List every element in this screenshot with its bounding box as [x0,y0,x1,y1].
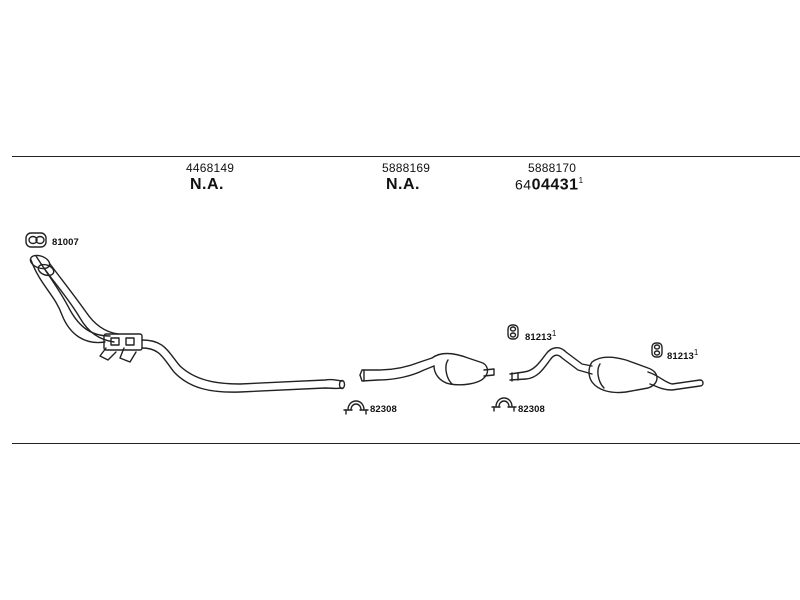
section-3-reference-prefix: 64 [515,176,532,193]
gasket-icon [25,232,47,248]
section-1-part-number: 4468149 [186,161,235,175]
clamp-left-icon [343,400,369,415]
hanger-left-note: 1 [551,329,557,338]
gasket-label: 81007 [52,237,79,248]
rear-silencer [509,347,704,394]
section-3-reference-note: 1 [578,176,584,185]
hanger-right-note: 1 [693,348,699,357]
clamp-right-label: 82308 [518,404,545,415]
hanger-left-label: 812131 [525,329,556,343]
section-1-reference: N.A. [190,176,224,193]
section-3-part-number: 5888170 [528,161,577,175]
section-3-reference-main: 04431 [531,176,579,194]
hanger-left-code: 81213 [525,332,552,344]
middle-silencer [359,352,495,386]
front-pipe [29,254,346,393]
hanger-right-code: 81213 [667,351,694,363]
bottom-divider [12,443,800,444]
hanger-left-icon [507,324,519,340]
hanger-right-label: 812131 [667,348,698,362]
section-2-reference: N.A. [386,176,420,193]
section-3-reference: 64044311 [515,176,584,194]
clamp-left-label: 82308 [370,404,397,415]
hanger-right-icon [651,342,663,358]
top-divider [12,156,800,157]
section-2-part-number: 5888169 [382,161,431,175]
clamp-right-icon [491,397,517,412]
